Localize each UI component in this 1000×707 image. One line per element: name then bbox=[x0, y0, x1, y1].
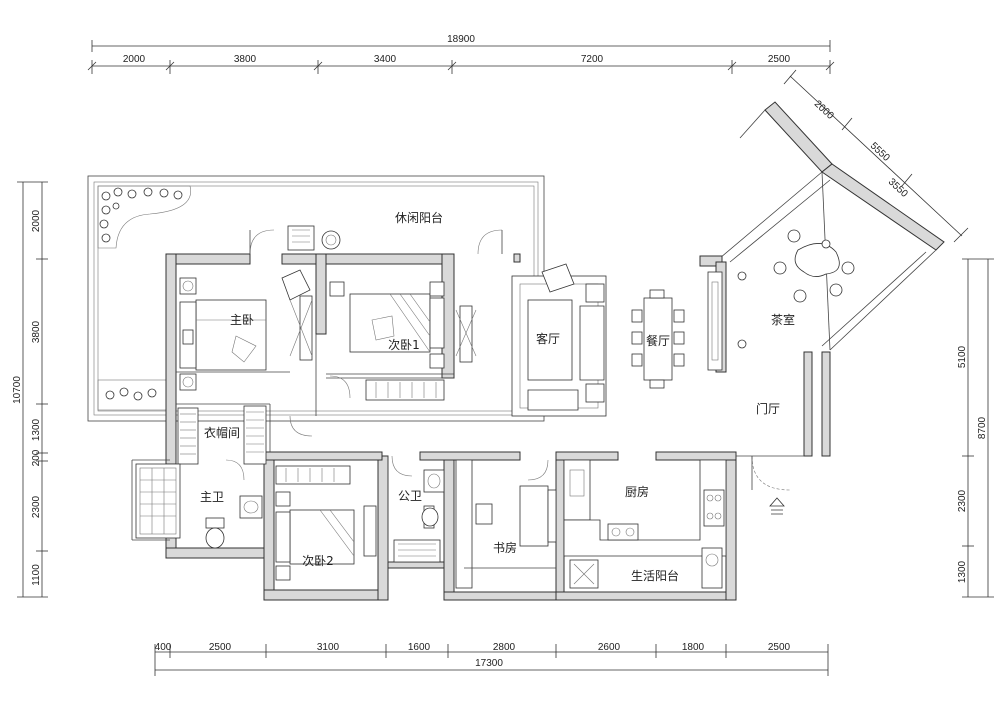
kitchen-counters bbox=[563, 459, 727, 557]
utility-balcony-fixtures bbox=[569, 547, 723, 589]
diag-dim-1: 2000 bbox=[812, 99, 836, 123]
master-bedroom-nightstands bbox=[179, 277, 197, 391]
bedroom-1-window-marks bbox=[289, 295, 477, 363]
left-dim-6: 1100 bbox=[31, 564, 42, 586]
room-label-foyer: 门厅 bbox=[756, 401, 780, 416]
room-label-living-room: 客厅 bbox=[536, 331, 560, 346]
interior-partitions bbox=[131, 334, 804, 562]
foyer-door bbox=[751, 455, 791, 515]
second-bedroom-2-furniture bbox=[275, 465, 377, 581]
left-dimension-lines bbox=[17, 181, 48, 598]
bottom-dim-2: 2500 bbox=[209, 642, 232, 653]
room-label-second-bedroom-1: 次卧1 bbox=[388, 338, 420, 352]
bottom-dim-3: 3100 bbox=[317, 642, 340, 653]
planter-bottom-left bbox=[97, 379, 169, 411]
room-label-public-bath: 公卫 bbox=[398, 489, 422, 503]
overall-left-dimension: 10700 bbox=[12, 376, 23, 404]
room-label-cloakroom: 衣帽间 bbox=[204, 425, 240, 440]
overall-bottom-dimension: 17300 bbox=[475, 658, 503, 669]
left-dim-4: 200 bbox=[31, 449, 42, 466]
bottom-dimension-lines bbox=[154, 644, 829, 676]
left-dim-3: 1300 bbox=[31, 418, 42, 441]
top-dim-3: 3400 bbox=[374, 54, 397, 65]
room-label-utility-balcony: 生活阳台 bbox=[631, 568, 679, 583]
bottom-dim-7: 1800 bbox=[682, 642, 705, 653]
room-label-master-bath: 主卫 bbox=[200, 490, 224, 504]
public-bath-fixtures bbox=[393, 469, 445, 563]
living-room-sofa-set bbox=[511, 263, 607, 417]
second-bedroom-1-wardrobe bbox=[365, 379, 445, 401]
right-dim-2: 2300 bbox=[957, 489, 968, 512]
diagonal-dimension-lines bbox=[783, 69, 969, 243]
room-label-master-bedroom: 主卧 bbox=[230, 313, 254, 327]
second-bedroom-1-bed bbox=[329, 281, 445, 369]
diag-dim-2: 5550 bbox=[868, 141, 892, 165]
master-bath-fixtures bbox=[135, 463, 263, 549]
study-furniture bbox=[455, 459, 557, 589]
top-dim-4: 7200 bbox=[581, 54, 604, 65]
cloakroom-wardrobes bbox=[177, 405, 267, 465]
top-dim-2: 3800 bbox=[234, 54, 257, 65]
door-swings bbox=[225, 229, 549, 481]
bottom-dim-1: 400 bbox=[155, 642, 172, 653]
room-label-dining-room: 餐厅 bbox=[646, 333, 670, 348]
room-label-kitchen: 厨房 bbox=[625, 484, 649, 499]
right-dimension-lines bbox=[962, 258, 994, 598]
dining-table-set bbox=[631, 289, 685, 389]
diag-dim-3: 3550 bbox=[886, 177, 910, 201]
bottom-dim-4: 1600 bbox=[408, 642, 431, 653]
tea-room-walls bbox=[719, 101, 945, 351]
left-dim-1: 2000 bbox=[31, 209, 42, 232]
living-tv-cabinet bbox=[707, 271, 747, 371]
tea-table-set bbox=[773, 229, 855, 303]
left-dim-5: 2300 bbox=[31, 495, 42, 518]
bottom-dim-8: 2500 bbox=[768, 642, 791, 653]
master-bedroom-bed bbox=[179, 299, 267, 371]
top-dim-1: 2000 bbox=[123, 54, 146, 65]
room-label-tea-room: 茶室 bbox=[771, 312, 795, 327]
top-dimension-lines bbox=[87, 40, 835, 74]
left-dim-2: 3800 bbox=[31, 320, 42, 343]
right-outer-dimension: 8700 bbox=[977, 416, 988, 439]
bottom-dim-6: 2600 bbox=[598, 642, 621, 653]
right-dim-1: 5100 bbox=[957, 345, 968, 368]
balcony-fixtures bbox=[287, 225, 341, 251]
overall-top-dimension: 18900 bbox=[447, 34, 475, 45]
room-label-study: 书房 bbox=[493, 540, 517, 555]
right-dim-3: 1300 bbox=[957, 560, 968, 583]
master-bedroom-chair bbox=[281, 269, 311, 301]
room-label-leisure-balcony: 休闲阳台 bbox=[395, 210, 443, 225]
planter-top-left bbox=[97, 185, 191, 249]
bottom-dim-5: 2800 bbox=[493, 642, 516, 653]
room-label-second-bedroom-2: 次卧2 bbox=[302, 554, 334, 568]
top-dim-5: 2500 bbox=[768, 54, 791, 65]
